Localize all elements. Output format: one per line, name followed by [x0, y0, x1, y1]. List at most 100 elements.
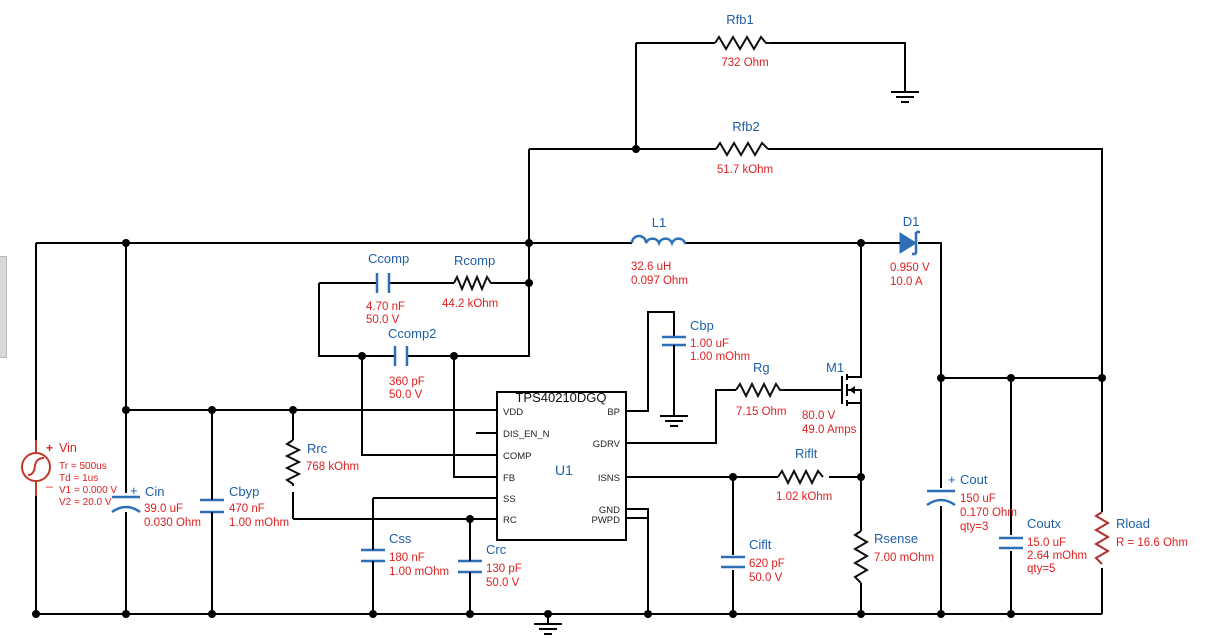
rfb1-resistor[interactable]: [714, 35, 771, 51]
rfb2-value: 51.7 kOhm: [717, 164, 773, 176]
rfb1-name: Rfb1: [726, 12, 753, 27]
d1-value-current: 10.0 A: [890, 276, 923, 288]
cbyp-name: Cbyp: [229, 484, 259, 499]
coutx-capacitor[interactable]: [999, 536, 1023, 550]
ccomp2-value-cap: 360 pF: [389, 376, 425, 388]
cout-name: Cout: [960, 472, 988, 487]
rsense-name: Rsense: [874, 531, 918, 546]
rcomp-resistor[interactable]: [453, 274, 493, 292]
ccomp-value-voltage: 50.0 V: [366, 314, 400, 326]
ccomp2-capacitor[interactable]: [393, 346, 409, 366]
rrc-name: Rrc: [307, 441, 328, 456]
rload-resistor[interactable]: [1094, 511, 1110, 565]
side-panel-tab[interactable]: [0, 256, 7, 358]
rrc-value: 768 kOhm: [306, 461, 359, 473]
cbp-capacitor[interactable]: [662, 335, 686, 355]
m1-value-voltage: 80.0 V: [802, 410, 836, 422]
rg-value: 7.15 Ohm: [736, 406, 787, 418]
crc-value-voltage: 50.0 V: [486, 577, 520, 589]
crc-value-cap: 130 pF: [486, 563, 522, 575]
u1-part-number: TPS40210DGQ: [515, 390, 606, 405]
cbp-value-cap: 1.00 uF: [690, 338, 729, 350]
u1-ic[interactable]: [496, 391, 627, 541]
cbyp-value-esr: 1.00 mOhm: [229, 517, 289, 529]
ground-symbol: [660, 415, 688, 427]
ciflt-name: Ciflt: [749, 537, 772, 552]
l1-value-inductance: 32.6 uH: [631, 261, 671, 273]
labels: Rfb1 732 Ohm Rfb2 51.7 kOhm L1 32.6 uH 0…: [45, 12, 1188, 589]
cin-capacitor[interactable]: [111, 495, 141, 523]
cout-value-cap: 150 uF: [960, 493, 996, 505]
cout-capacitor[interactable]: [926, 489, 956, 507]
m1-name: M1: [826, 360, 844, 375]
cbyp-capacitor[interactable]: [200, 496, 224, 516]
cout-value-qty: qty=3: [960, 521, 988, 533]
cin-plus: +: [130, 483, 138, 498]
l1-inductor[interactable]: [630, 234, 687, 247]
cbp-name: Cbp: [690, 318, 714, 333]
ccomp2-value-voltage: 50.0 V: [389, 389, 423, 401]
ciflt-value-cap: 620 pF: [749, 558, 785, 570]
m1-mosfet[interactable]: [834, 368, 862, 406]
u1-pin-isns: ISNS: [598, 473, 620, 484]
u1-pin-gdrv: GDRV: [593, 439, 621, 450]
vin-tr: Tr = 500us: [59, 461, 107, 472]
rg-resistor[interactable]: [735, 381, 784, 399]
coutx-name: Coutx: [1027, 516, 1061, 531]
u1-pin-rc: RC: [503, 515, 517, 526]
u1-pin-bp: BP: [607, 407, 620, 418]
d1-diode[interactable]: [882, 230, 920, 256]
riflt-resistor[interactable]: [777, 468, 824, 486]
crc-name: Crc: [486, 542, 507, 557]
d1-value-voltage: 0.950 V: [890, 262, 930, 274]
u1-reference: U1: [555, 462, 573, 478]
cbyp-value-cap: 470 nF: [229, 503, 265, 515]
rfb2-name: Rfb2: [732, 119, 759, 134]
vin-source[interactable]: [21, 440, 51, 496]
css-value-esr: 1.00 mOhm: [389, 566, 449, 578]
vin-plus: +: [46, 441, 53, 455]
vin-minus: _: [45, 474, 53, 488]
l1-name: L1: [652, 215, 666, 230]
u1-pin-vdd: VDD: [503, 407, 523, 418]
m1-value-current: 49.0 Amps: [802, 424, 857, 436]
u1-labels: TPS40210DGQ U1 VDD DIS_EN_N COMP FB SS R…: [503, 390, 621, 526]
cout-value-esr: 0.170 Ohm: [960, 507, 1017, 519]
u1-pin-pwpd: PWPD: [592, 515, 621, 526]
rload-name: Rload: [1116, 516, 1150, 531]
rfb1-value: 732 Ohm: [721, 57, 768, 69]
ground-symbol: [534, 623, 562, 635]
riflt-value: 1.02 kOhm: [776, 491, 832, 503]
rsense-resistor[interactable]: [853, 530, 869, 584]
riflt-name: Riflt: [795, 446, 818, 461]
rload-value: R = 16.6 Ohm: [1116, 537, 1188, 549]
ccomp-name: Ccomp: [368, 251, 409, 266]
d1-name: D1: [903, 214, 920, 229]
rsense-value: 7.00 mOhm: [874, 552, 934, 564]
l1-value-resistance: 0.097 Ohm: [631, 275, 688, 287]
ciflt-value-voltage: 50.0 V: [749, 572, 783, 584]
cin-name: Cin: [145, 484, 165, 499]
cbp-value-esr: 1.00 mOhm: [690, 351, 750, 363]
vin-v1: V1 = 0.000 V: [59, 485, 117, 496]
u1-pin-ss: SS: [503, 494, 516, 505]
cin-value-esr: 0.030 Ohm: [144, 517, 201, 529]
vin-td: Td = 1us: [59, 473, 98, 484]
rfb2-resistor[interactable]: [715, 141, 769, 157]
u1-pin-dis-en-n: DIS_EN_N: [503, 429, 550, 440]
css-capacitor[interactable]: [361, 546, 385, 566]
ccomp2-name: Ccomp2: [388, 326, 436, 341]
ground-symbol: [891, 91, 919, 103]
cin-value-cap: 39.0 uF: [144, 503, 183, 515]
css-value-cap: 180 nF: [389, 552, 425, 564]
u1-pin-gnd: GND: [599, 505, 620, 516]
rcomp-value: 44.2 kOhm: [442, 298, 498, 310]
u1-pin-comp: COMP: [503, 451, 532, 462]
crc-capacitor[interactable]: [458, 558, 482, 576]
ccomp-value-cap: 4.70 nF: [366, 301, 405, 313]
rrc-resistor[interactable]: [284, 439, 302, 486]
ciflt-capacitor[interactable]: [721, 555, 745, 569]
ccomp-capacitor[interactable]: [375, 273, 391, 293]
vin-v2: V2 = 20.0 V: [59, 497, 112, 508]
